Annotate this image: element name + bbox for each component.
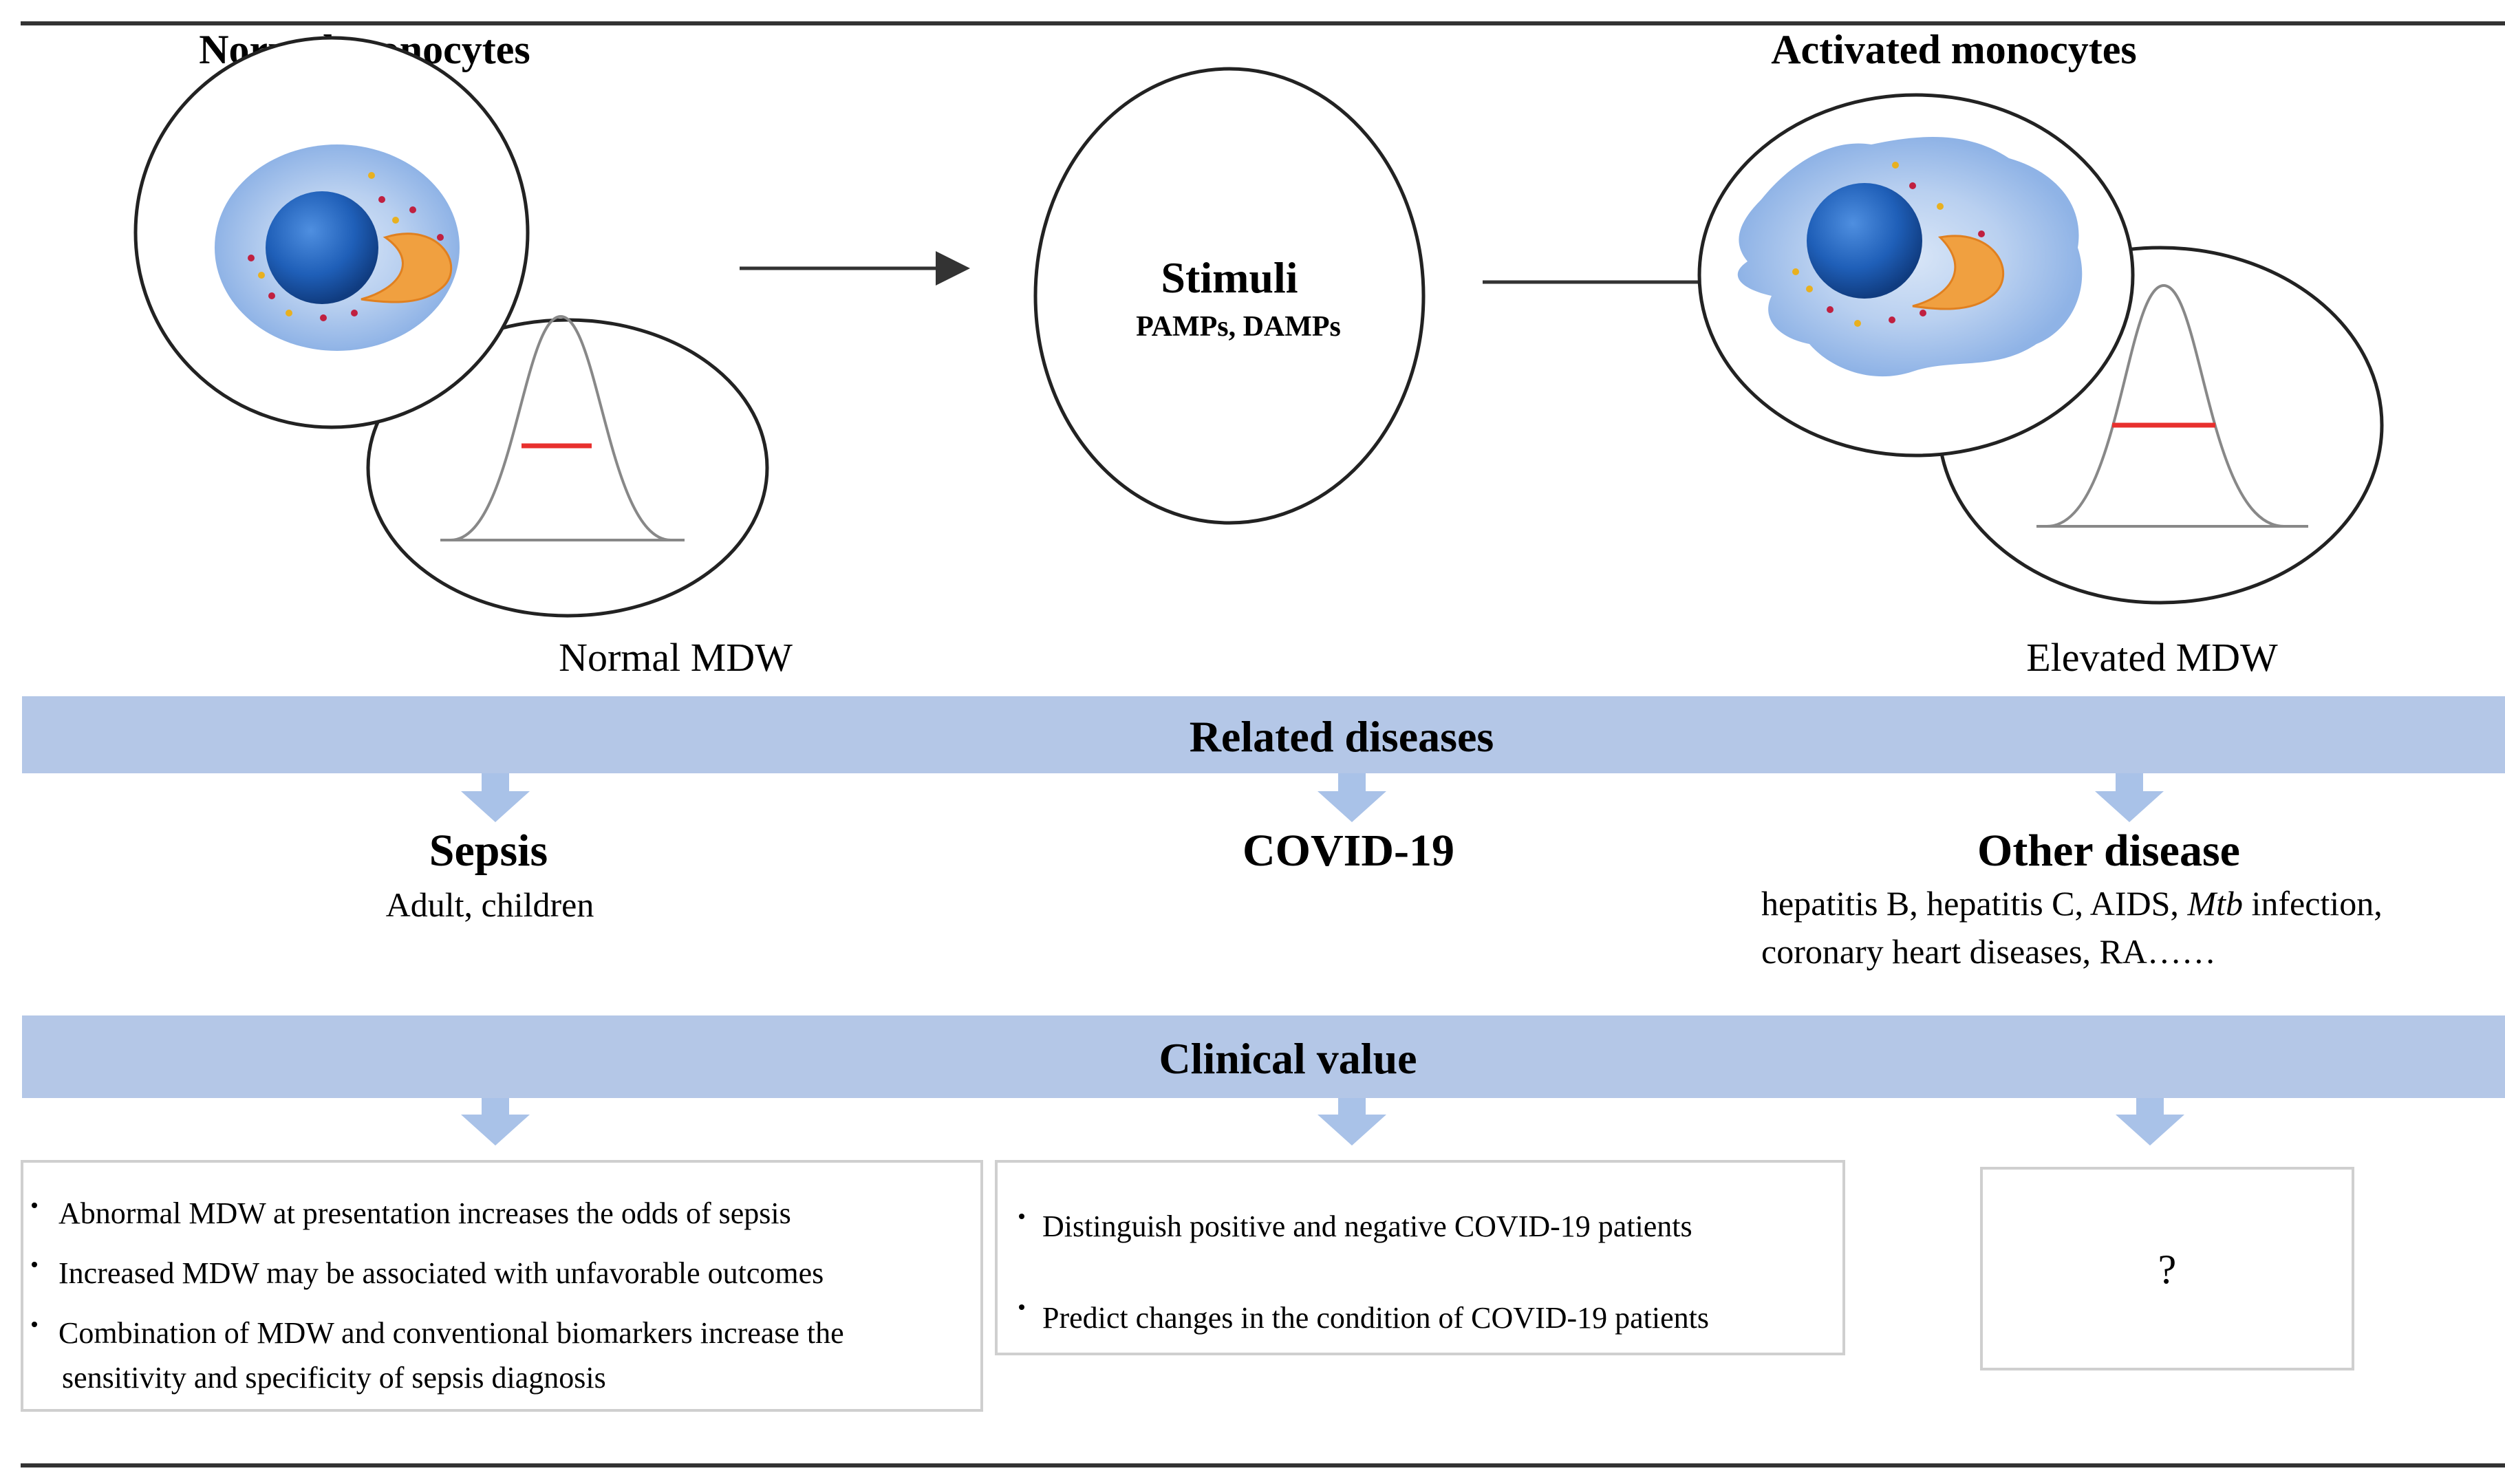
down-arrow-other-value [2116,1098,2184,1146]
stimuli-title: Stimuli [1161,253,1298,302]
normal-mdw-curve [440,314,685,541]
covid-value-list: Distinguish positive and negative COVID-… [1019,1209,1709,1335]
activated-monocyte-cell [1737,136,2083,377]
other-disease-line-1-b: infection, [2243,884,2383,923]
covid-value-item-2: Predict changes in the condition of COVI… [1042,1301,1709,1335]
other-value-box [1980,1167,2354,1370]
related-diseases-label: Related diseases [1190,712,1494,761]
sepsis-value-item-2: Increased MDW may be associated with unf… [58,1256,824,1290]
normal-mitochondria-icon [361,233,453,303]
sepsis-value-list: Abnormal MDW at presentation increases t… [32,1196,844,1395]
clinical-value-band [22,1015,2505,1098]
normal-granules [248,172,444,321]
down-arrow-covid [1318,773,1386,822]
covid-title: COVID-19 [1243,826,1454,876]
normal-mdw-label: Normal MDW [559,635,793,680]
stimuli-subtitle: PAMPs, DAMPs [1136,311,1341,343]
normal-nucleus [266,191,378,304]
down-arrow-covid-value [1318,1098,1386,1146]
elevated-mdw-label: Elevated MDW [2026,635,2278,680]
normal-monocyte-cell [215,144,460,351]
sepsis-value-box [21,1160,983,1412]
covid-value-item-1: Distinguish positive and negative COVID-… [1042,1209,1692,1243]
elevated-mdw-curve [2036,283,2308,528]
activated-monocytes-title: Activated monocytes [1771,27,2137,72]
activated-granules [1792,162,1985,327]
sepsis-value-item-3: Combination of MDW and conventional biom… [58,1316,844,1350]
covid-value-box [995,1160,1845,1355]
other-disease-line-2: coronary heart diseases, RA…… [1761,932,2216,971]
related-arrows [461,773,2164,822]
down-arrow-sepsis-value [461,1098,530,1146]
stimuli-circle [1033,67,1426,525]
other-disease-line-1-a: hepatitis B, hepatitis C, AIDS, [1761,884,2187,923]
activated-mitochondria-icon [1912,235,2005,310]
sepsis-title: Sepsis [429,826,548,876]
other-disease-title: Other disease [1977,826,2240,876]
clinical-arrows [461,1098,2184,1146]
down-arrow-other [2095,773,2164,822]
other-disease-line-1: hepatitis B, hepatitis C, AIDS, Mtb infe… [1761,884,2383,923]
other-disease-mtb: Mtb [2186,884,2243,923]
sepsis-value-item-3-cont: sensitivity and specificity of sepsis di… [62,1361,606,1395]
clinical-value-label: Clinical value [1159,1034,1417,1083]
activated-nucleus [1807,183,1922,299]
down-arrow-sepsis [461,773,530,822]
sepsis-population: Adult, children [386,885,594,924]
other-value-question: ? [2158,1247,2177,1292]
related-diseases-band [22,696,2505,773]
sepsis-value-item-1: Abnormal MDW at presentation increases t… [58,1196,791,1230]
